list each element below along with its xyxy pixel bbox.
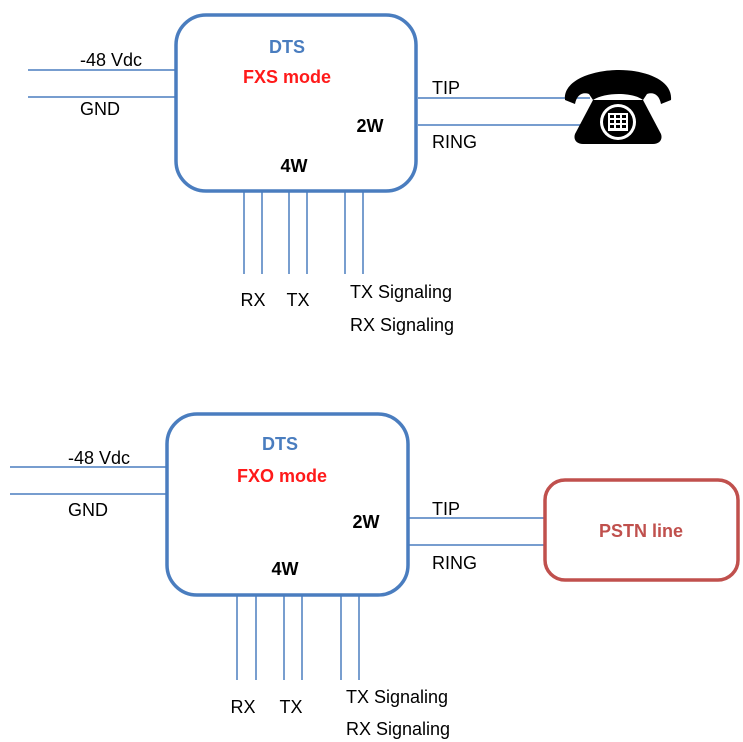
fxs-tx-label: TX bbox=[286, 290, 309, 310]
fxo-power-label: -48 Vdc bbox=[68, 448, 130, 468]
pstn-line-box bbox=[543, 478, 740, 582]
pstn-line-label: PSTN line bbox=[599, 521, 683, 541]
fxs-4w-label: 4W bbox=[281, 156, 308, 176]
fxo-ground-label: GND bbox=[68, 500, 108, 520]
fxo-section: DTS FXO mode 2W 4W -48 Vdc GND TIP RING … bbox=[10, 412, 740, 739]
telephone-icon bbox=[564, 70, 672, 144]
fxs-tip-label: TIP bbox=[432, 78, 460, 98]
fxs-rx-label: RX bbox=[240, 290, 265, 310]
fxo-2w-label: 2W bbox=[353, 512, 380, 532]
fxs-dts-title: DTS bbox=[269, 37, 305, 57]
fxs-rx-signaling-label: RX Signaling bbox=[350, 315, 454, 335]
fxs-power-label: -48 Vdc bbox=[80, 50, 142, 70]
fxo-dts-title: DTS bbox=[262, 434, 298, 454]
fxo-tx-label: TX bbox=[279, 697, 302, 717]
fxs-2w-label: 2W bbox=[357, 116, 384, 136]
fxo-tip-label: TIP bbox=[432, 499, 460, 519]
fxo-rx-label: RX bbox=[230, 697, 255, 717]
fxo-4w-label: 4W bbox=[272, 559, 299, 579]
fxo-mode-label: FXO mode bbox=[237, 466, 327, 486]
fxo-dts-box bbox=[165, 412, 410, 597]
fxs-section: DTS FXS mode 2W 4W -48 Vdc GND TIP RING … bbox=[28, 13, 672, 335]
fxo-rx-signaling-label: RX Signaling bbox=[346, 719, 450, 739]
fxs-mode-label: FXS mode bbox=[243, 67, 331, 87]
fxs-tx-signaling-label: TX Signaling bbox=[350, 282, 452, 302]
fxo-tx-signaling-label: TX Signaling bbox=[346, 687, 448, 707]
fxs-dts-box bbox=[174, 13, 418, 193]
fxo-ring-label: RING bbox=[432, 553, 477, 573]
fxs-ground-label: GND bbox=[80, 99, 120, 119]
fxs-ring-label: RING bbox=[432, 132, 477, 152]
